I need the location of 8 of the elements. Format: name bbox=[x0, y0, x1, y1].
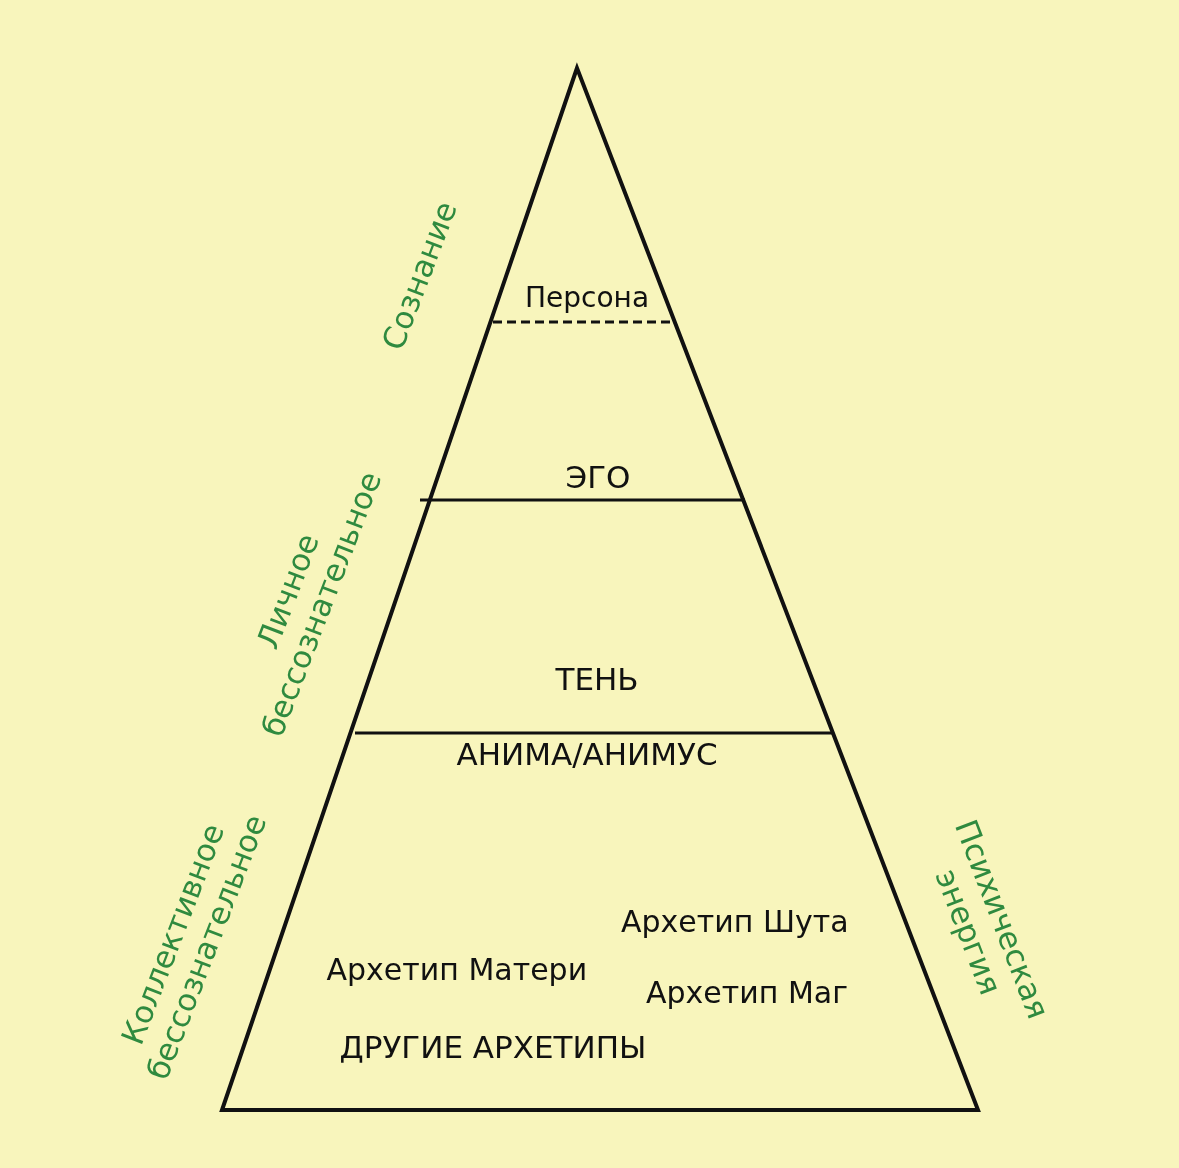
layer-label: ТЕНЬ bbox=[555, 662, 639, 698]
layer-label: Архетип Маг bbox=[646, 975, 848, 1010]
layer-label: ДРУГИЕ АРХЕТИПЫ bbox=[339, 1030, 647, 1066]
layer-label: АНИМА/АНИМУС bbox=[456, 737, 718, 773]
layer-label: ЭГО bbox=[565, 460, 631, 496]
layer-label: Персона bbox=[525, 282, 650, 315]
layer-label: Архетип Матери bbox=[326, 952, 588, 987]
layer-label: Архетип Шута bbox=[621, 904, 849, 939]
